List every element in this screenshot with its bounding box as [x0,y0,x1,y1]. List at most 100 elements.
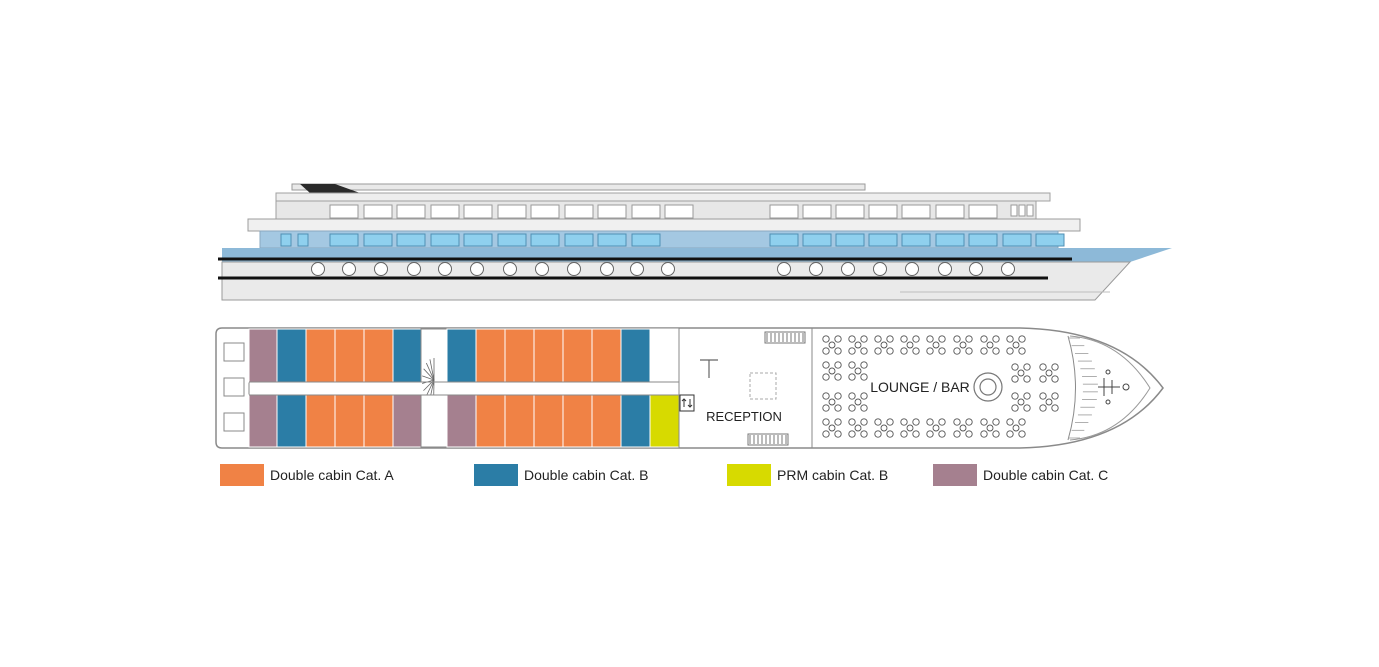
chair [1011,404,1019,412]
cabin-cat-a [504,394,535,448]
chair [980,418,988,426]
chair [834,361,842,369]
upper-window [1018,204,1026,217]
porthole [841,262,855,276]
lounge-table-set [926,335,946,355]
stair-step [423,368,435,381]
lounge-table-set [953,335,973,355]
elevator-icon [679,394,695,412]
porthole [470,262,484,276]
legend-label: Double cabin Cat. B [524,467,649,483]
chair [912,418,920,426]
chair [886,430,894,438]
lounge-table-set [848,392,868,412]
upper-window [497,204,527,219]
cabin-cat-b [392,328,422,383]
porthole [567,262,581,276]
upper-window [769,204,799,219]
upper-window [664,204,694,219]
table [959,424,967,432]
chair [1018,430,1026,438]
chair [1011,363,1019,371]
chair [926,347,934,355]
table [986,341,994,349]
chair [965,335,973,343]
chair [822,347,830,355]
hull-portholes [311,262,1015,276]
lounge-table-set [822,361,842,381]
lounge-table-set [980,335,1000,355]
chair [992,347,1000,355]
porthole [905,262,919,276]
cabin-cat-b [620,328,651,383]
main-window [530,233,560,247]
chair [900,418,908,426]
cabin-cat-a [562,328,593,383]
stair-step [422,375,435,381]
chair [860,430,868,438]
chair [848,404,856,412]
main-window [597,233,627,247]
main-window [363,233,393,247]
porthole [777,262,791,276]
chair [834,430,842,438]
upper-window [935,204,965,219]
table [1045,369,1053,377]
table [906,341,914,349]
upper-window [1010,204,1018,217]
chair [1006,418,1014,426]
main-window [280,233,292,247]
chair [1039,375,1047,383]
legend-item-prm-b: PRM cabin Cat. B [727,463,888,487]
chair [1051,404,1059,412]
chair [1018,418,1026,426]
cat-b-swatch [474,464,518,486]
chair [926,430,934,438]
bar-icon [973,372,1003,402]
chair [848,418,856,426]
lounge-label: LOUNGE / BAR [870,379,970,395]
chair [953,418,961,426]
main-window [396,233,426,247]
chair [965,418,973,426]
lounge-table-set [1011,392,1031,412]
chair [834,418,842,426]
chair [1006,430,1014,438]
legend-item-cat-a: Double cabin Cat. A [220,463,394,487]
upper-window [530,204,560,219]
chair [1051,363,1059,371]
chair [860,392,868,400]
main-window [631,233,661,247]
table [880,424,888,432]
chair [874,430,882,438]
corridor-gap [420,394,448,448]
ship-side-elevation [218,183,1172,301]
cabin-cat-a [562,394,593,448]
main-deck-windows [280,233,1065,247]
lounge-seating [822,335,1059,438]
upper-window [564,204,594,219]
chair [1006,347,1014,355]
chair [874,335,882,343]
stair-step [425,379,435,397]
table [854,398,862,406]
porthole [311,262,325,276]
table [828,367,836,375]
chair [1039,392,1047,400]
table [1012,424,1020,432]
chair [953,430,961,438]
chair [1039,404,1047,412]
main-window [769,233,799,247]
main-window [564,233,594,247]
lounge-table-set [900,418,920,438]
anchor-icon [1098,369,1130,405]
bow-deck [1067,335,1151,441]
porthole [342,262,356,276]
chair [1039,363,1047,371]
cabin-cat-c [446,394,477,448]
cabin-cat-c [248,394,278,448]
main-window [868,233,898,247]
main-window [802,233,832,247]
ship-deck-plan: RECEPTION LOUNGE / BAR [215,327,1164,449]
legend-label: PRM cabin Cat. B [777,467,889,483]
